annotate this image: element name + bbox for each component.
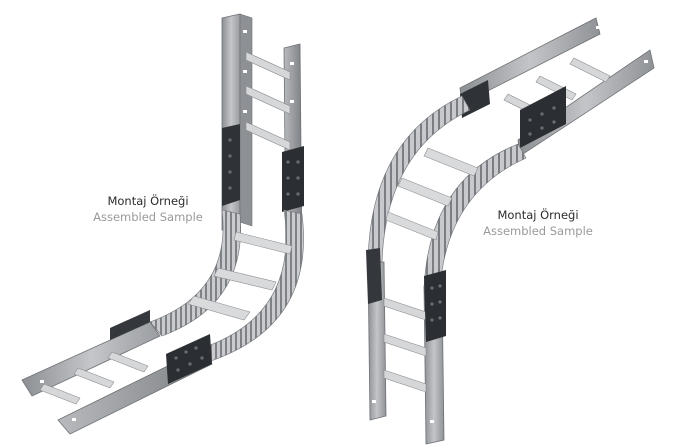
left-horizontal-section [21, 310, 213, 435]
right-bend-section [367, 95, 527, 291]
caption-right-tr: Montaj Örneği [497, 208, 579, 222]
caption-left-en: Assembled Sample [93, 210, 203, 224]
caption-right-en: Assembled Sample [483, 224, 593, 238]
left-vertical-section [221, 13, 304, 263]
right-vertical-section [366, 248, 446, 445]
right-horizontal-section [459, 17, 655, 157]
caption-left: Montaj Örneği Assembled Sample [78, 193, 218, 225]
caption-right: Montaj Örneği Assembled Sample [468, 207, 608, 239]
caption-left-tr: Montaj Örneği [107, 194, 189, 208]
